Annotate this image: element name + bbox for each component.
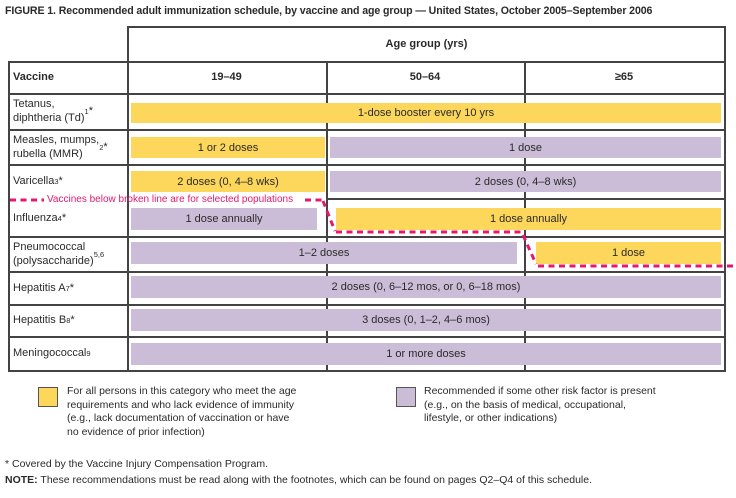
grid-line xyxy=(8,164,726,166)
broken-line-note: Vaccines below broken line are for selec… xyxy=(47,194,294,205)
figure-title: FIGURE 1. Recommended adult immunization… xyxy=(5,5,653,17)
grid-line xyxy=(127,26,726,28)
legend-swatch-for-all xyxy=(38,387,58,407)
grid-line xyxy=(8,61,10,372)
bar-pneumococcal-65plus: 1 dose xyxy=(536,242,721,264)
bar-influenza-50plus: 1 dose annually xyxy=(336,208,721,230)
footnote-note-text: These recommendations must be read along… xyxy=(40,474,592,486)
column-header-vaccine: Vaccine xyxy=(13,71,54,83)
bar-varicella-50plus: 2 doses (0, 4–8 wks) xyxy=(330,171,721,192)
column-header-50-64: 50–64 xyxy=(409,71,441,83)
grid-line xyxy=(724,26,726,372)
grid-line xyxy=(8,336,726,338)
bar-mmr-19-49: 1 or 2 doses xyxy=(131,137,325,158)
grid-line xyxy=(8,93,726,95)
grid-line xyxy=(8,271,726,273)
grid-line xyxy=(8,129,726,131)
footnote-note: NOTE: These recommendations must be read… xyxy=(5,474,592,486)
vaccine-label-td: Tetanus, diphtheria (Td)1* xyxy=(13,98,93,124)
grid-line xyxy=(8,236,726,238)
bar-pneumococcal-19-64: 1–2 doses xyxy=(131,242,517,264)
legend-text-for-all: For all persons in this category who mee… xyxy=(67,385,297,438)
bar-meningococcal-all-ages: 1 or more doses xyxy=(131,343,721,365)
bar-varicella-19-49: 2 doses (0, 4–8 wks) xyxy=(131,171,325,192)
bar-influenza-19-49: 1 dose annually xyxy=(131,208,317,230)
column-header-65plus: ≥65 xyxy=(614,71,634,83)
bar-mmr-50plus: 1 dose xyxy=(330,137,721,158)
bar-hepatitis-b-all-ages: 3 doses (0, 1–2, 4–6 mos) xyxy=(131,309,721,331)
vaccine-label-pneumococcal: Pneumococcal (polysaccharide)5,6 xyxy=(13,240,105,267)
footnote-vicp: * Covered by the Vaccine Injury Compensa… xyxy=(5,458,269,470)
bar-hepatitis-a-all-ages: 2 doses (0, 6–12 mos, or 0, 6–18 mos) xyxy=(131,276,721,298)
footnote-note-label: NOTE: xyxy=(5,474,38,486)
grid-line xyxy=(326,198,726,200)
legend-text-risk-factor: Recommended if some other risk factor is… xyxy=(424,385,656,425)
grid-line xyxy=(8,370,726,372)
grid-line xyxy=(8,304,726,306)
vaccine-label-mmr: Measles, mumps, rubella (MMR)2* xyxy=(13,133,108,160)
age-group-header: Age group (yrs) xyxy=(385,37,468,50)
grid-line xyxy=(8,61,726,63)
legend-swatch-risk-factor xyxy=(396,387,416,407)
grid-line xyxy=(127,26,129,372)
column-header-19-49: 19–49 xyxy=(211,71,242,83)
bar-td-all-ages: 1-dose booster every 10 yrs xyxy=(131,103,721,123)
